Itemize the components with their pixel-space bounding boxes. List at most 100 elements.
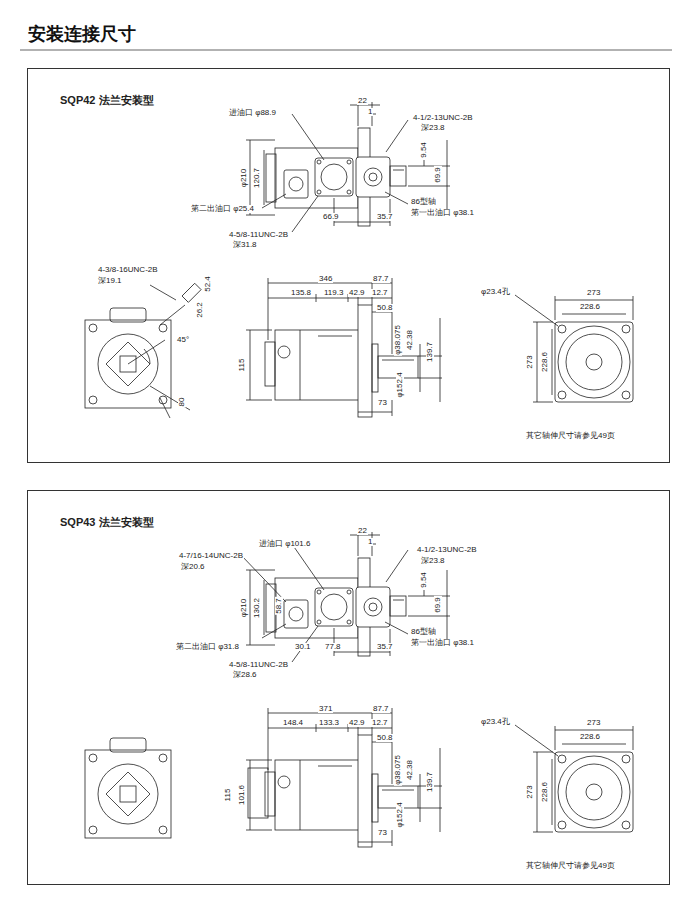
dimension-label: 30.1: [294, 643, 312, 651]
dimension-label: 4-5/8-11UNC-2B: [228, 661, 289, 669]
dimension-label: 86型轴: [410, 198, 437, 206]
dimension-label: 42.38: [406, 759, 414, 781]
dimension-label: 深31.8: [232, 241, 258, 249]
dimension-label: 深28.6: [232, 671, 258, 679]
dimension-label: 12.7: [371, 289, 389, 297]
dimension-label: 其它轴伸尺寸请参见49页: [525, 432, 616, 440]
dimension-label: 228.6: [541, 351, 549, 373]
dimension-label: 119.3: [323, 289, 344, 297]
dimension-label: 12.7: [371, 719, 389, 727]
dimension-label: 1: [367, 538, 373, 546]
drawing-stroke: [240, 554, 286, 602]
dimension-label: 第一出油口 φ38.1: [410, 209, 475, 217]
dimension-label: 9.54: [420, 571, 428, 589]
dimension-label: 深19.1: [97, 277, 123, 285]
dimension-label: 4-1/2-13UNC-2B: [416, 546, 478, 554]
panel-heading: SQP42 法兰安装型: [60, 93, 154, 108]
dimension-label: 69.9: [434, 166, 442, 184]
dimension-label: 101.6: [238, 784, 246, 806]
dimension-label: 115: [224, 788, 232, 803]
dimension-label: 73: [377, 399, 388, 407]
dimension-label: 26.2: [196, 301, 204, 319]
drawing-stroke: [182, 283, 201, 302]
dimension-label: 35.7: [376, 643, 394, 651]
dimension-label: 50.8: [376, 304, 394, 312]
dimension-label: 42.9: [348, 289, 366, 297]
dimension-label: 228.6: [579, 303, 601, 311]
dimension-label: 4-3/8-16UNC-2B: [97, 266, 159, 274]
dimension-label: 9.54: [420, 141, 428, 159]
drawing-stroke: [248, 768, 268, 818]
dimension-label: 58.7: [275, 597, 283, 615]
dimension-label: 第二出油口 φ25.4: [190, 205, 255, 213]
dimension-label: 52.4: [204, 275, 212, 293]
dimension-label: φ38.075: [394, 754, 402, 786]
dimension-label: 深23.8: [420, 124, 446, 132]
dimension-label: 73: [377, 829, 388, 837]
dimension-label: 273: [526, 784, 534, 799]
dimension-label: φ210: [240, 168, 248, 189]
drawing-stroke: [160, 305, 185, 325]
drawing-stroke: [20, 49, 672, 51]
dimension-label: 135.8: [290, 289, 312, 297]
panel-heading: SQP43 法兰安装型: [60, 515, 154, 530]
dimension-label: 其它轴伸尺寸请参见49页: [525, 862, 616, 870]
drawing-stroke: [150, 285, 176, 300]
drawing-stroke: [85, 308, 171, 408]
dimension-label: 87.7: [372, 275, 390, 283]
dimension-label: 22: [357, 527, 368, 535]
dimension-label: φ23.4孔: [480, 288, 511, 296]
dimension-label: 深23.8: [420, 557, 446, 565]
drawing-stroke: [128, 340, 165, 364]
drawing-stroke: [246, 278, 442, 417]
dimension-label: 42.9: [348, 719, 366, 727]
dimension-label: 第二出油口 φ31.8: [175, 643, 240, 651]
dimension-label: 139.7: [426, 341, 434, 363]
drawing-stroke: [128, 283, 201, 418]
dimension-label: φ210: [240, 598, 248, 619]
dimension-label: 4-1/2-13UNC-2B: [412, 114, 474, 122]
dimension-label: 1: [367, 108, 373, 116]
dimension-label: 第一出油口 φ38.1: [410, 639, 475, 647]
drawing-stroke: [150, 386, 190, 410]
dimension-label: 42.38: [406, 329, 414, 351]
dimension-label: φ38.075: [394, 324, 402, 356]
dimension-label: 4-7/16-14UNC-2B: [178, 552, 244, 560]
dimension-label: 115: [238, 358, 246, 373]
dimension-label: 进油口 φ101.6: [258, 540, 311, 548]
drawing-stroke: [515, 725, 633, 832]
dimension-label: 4-5/8-11UNC-2B: [228, 231, 289, 239]
dimension-label: 77.8: [324, 643, 342, 651]
dimension-label: 120.7: [253, 167, 261, 189]
dimension-label: 346: [318, 275, 333, 283]
dimension-label: 45°: [176, 336, 190, 344]
drawing-stroke: [85, 738, 171, 838]
sqp43-views: [85, 532, 633, 847]
dimension-label: 130.2: [253, 597, 261, 619]
dimension-label: 80: [178, 397, 186, 408]
drawing-stroke: [515, 295, 633, 402]
dimension-label: 228.6: [541, 781, 549, 803]
dimension-label: 66.9: [322, 213, 340, 221]
dimension-label: 273: [526, 354, 534, 369]
dimension-label: 139.7: [426, 771, 434, 793]
dimension-label: 228.6: [579, 733, 601, 741]
drawing-stroke: [160, 398, 170, 418]
dimension-label: 22: [357, 97, 368, 105]
dimension-label: 69.9: [434, 596, 442, 614]
dimension-label: 进油口 φ88.9: [228, 109, 277, 117]
dimension-label: 50.8: [376, 734, 394, 742]
dimension-label: 148.4: [282, 719, 304, 727]
dimension-label: 133.3: [318, 719, 340, 727]
dimension-label: 273: [586, 289, 601, 297]
drawing-stroke: [246, 708, 442, 847]
sqp42-views: [85, 102, 633, 418]
dimension-label: φ152.4: [396, 371, 404, 398]
dimension-label: 87.7: [372, 705, 390, 713]
dimension-label: 35.7: [376, 213, 394, 221]
dimension-label: 371: [318, 705, 333, 713]
dimension-label: 深20.6: [180, 563, 206, 571]
drawing-panel: SQP43 法兰安装型: [27, 490, 670, 885]
dimension-label: φ23.4孔: [480, 718, 511, 726]
